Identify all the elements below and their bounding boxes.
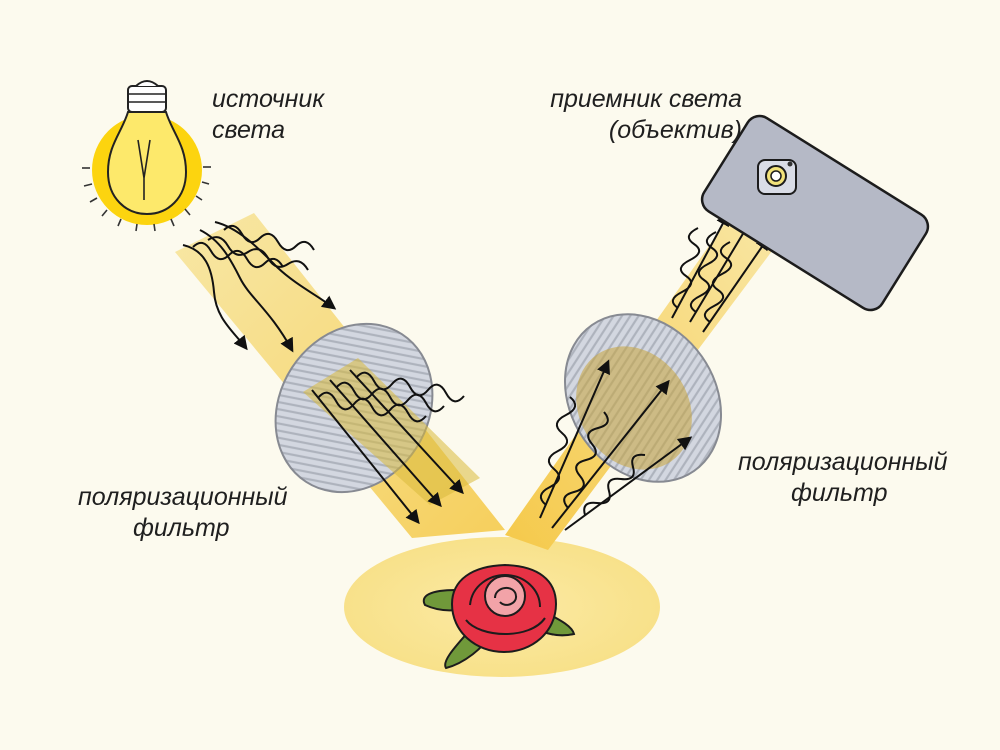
smartphone-camera-icon (700, 114, 930, 312)
right-filter-label: поляризационный фильтр (738, 448, 948, 507)
rose-icon (422, 563, 576, 670)
light-bulb-icon (82, 80, 211, 232)
left-filter-label: поляризационный фильтр (78, 483, 288, 542)
light-source-label: источник света (212, 85, 325, 144)
incident-rays (182, 221, 465, 525)
receiver-label: приемник света (объектив) (550, 85, 742, 144)
reflected-rays (539, 211, 770, 531)
